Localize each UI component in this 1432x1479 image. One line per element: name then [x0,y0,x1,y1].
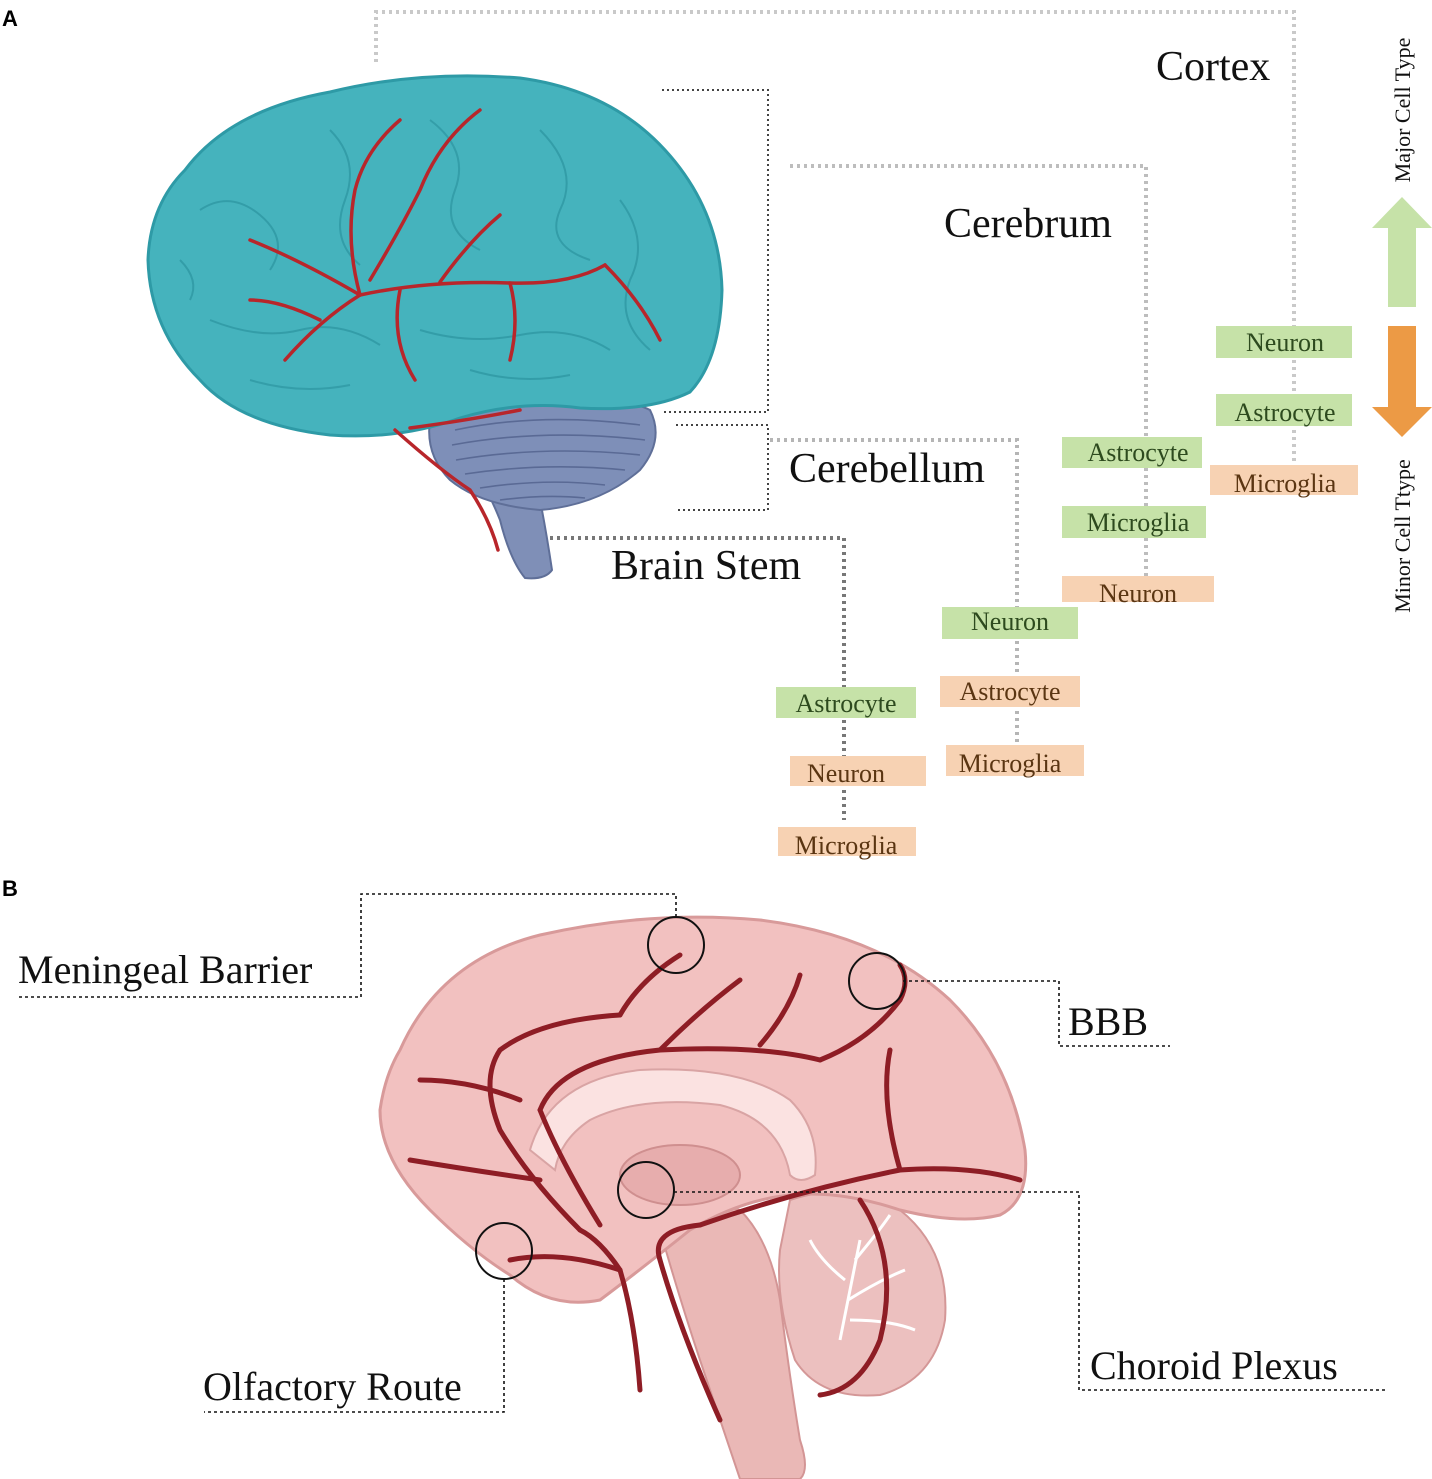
thalamus [619,1144,741,1206]
cell-tag-label: Neuron [1099,579,1177,608]
cerebrum-cell-tags: Astrocyte Microglia Neuron [1062,437,1214,608]
route-label-olfactory: Olfactory Route [203,1364,462,1409]
cell-tag-label: Microglia [1234,469,1337,498]
lateral-brain-illustration [146,74,724,580]
minor-cell-type-label: Minor Cell Ttype [1390,459,1415,613]
cerebellum-cell-tags: Neuron Astrocyte Microglia [940,607,1084,778]
cell-tag-minor [1062,576,1214,602]
cell-tag-minor [790,756,926,786]
region-label-cerebellum: Cerebellum [789,446,985,492]
cell-type-legend: Major Cell Type Minor Cell Ttype [1372,38,1432,613]
cell-tag-label: Neuron [1246,328,1324,357]
choroid-connector [674,1191,1388,1391]
cell-tag-major [942,607,1078,639]
cell-tag-major [1216,326,1352,358]
cell-tag-label: Astrocyte [959,677,1060,706]
panel-b-letter: B [2,876,18,901]
choroid-marker [617,1161,675,1219]
major-arrow-up [1372,197,1432,307]
cortex-cell-tags: Neuron Astrocyte Microglia [1210,326,1358,498]
region-label-cortex: Cortex [1156,44,1270,90]
sulci [179,119,651,390]
region-label-cerebrum: Cerebrum [944,201,1112,247]
route-label-bbb: BBB [1068,999,1148,1044]
sagittal-cerebellum [778,1191,947,1397]
cell-tag-minor [778,827,916,856]
lateral-vessels [248,108,662,552]
cell-tag-minor [946,745,1084,776]
major-cell-type-label: Major Cell Type [1390,38,1415,183]
cortex-connector [374,10,1296,476]
cell-tag-minor [940,676,1080,707]
cell-tag-label: Astrocyte [1234,398,1335,427]
cell-tag-label: Microglia [1087,508,1190,537]
cerebellum-connector [770,438,1019,750]
olfactory-connector [204,1279,505,1413]
route-label-meningeal: Meningeal Barrier [18,947,312,992]
cell-tag-major [776,687,916,718]
cell-tag-label: Neuron [971,607,1049,636]
region-label-brainstem: Brain Stem [611,543,801,589]
cell-tag-major [1216,394,1352,426]
cerebellum-folia [451,418,646,501]
cell-tag-label: Microglia [795,831,898,860]
cerebrum-bracket [662,89,769,413]
brainstem-cell-tags: Astrocyte Neuron Microglia [776,687,926,860]
cell-tag-label: Neuron [807,759,885,788]
sagittal-brain-illustration [378,915,1028,1479]
cell-tag-minor [1210,465,1358,495]
meningeal-connector [18,893,677,998]
panel-a-letter: A [2,6,18,31]
corpus-callosum [528,1068,817,1181]
cell-tag-major [1062,506,1206,538]
brainstem-connector [550,536,846,820]
bbb-connector [903,980,1170,1047]
cerebrum-shape [146,74,724,438]
cell-tag-label: Astrocyte [795,689,896,718]
cerebellum-bracket [676,424,769,511]
route-label-choroid: Choroid Plexus [1090,1343,1338,1388]
minor-arrow-down [1372,326,1432,437]
cell-tag-label: Microglia [959,749,1062,778]
cell-tag-major [1062,437,1202,468]
cell-tag-label: Astrocyte [1087,438,1188,467]
sagittal-cerebrum [378,915,1028,1304]
